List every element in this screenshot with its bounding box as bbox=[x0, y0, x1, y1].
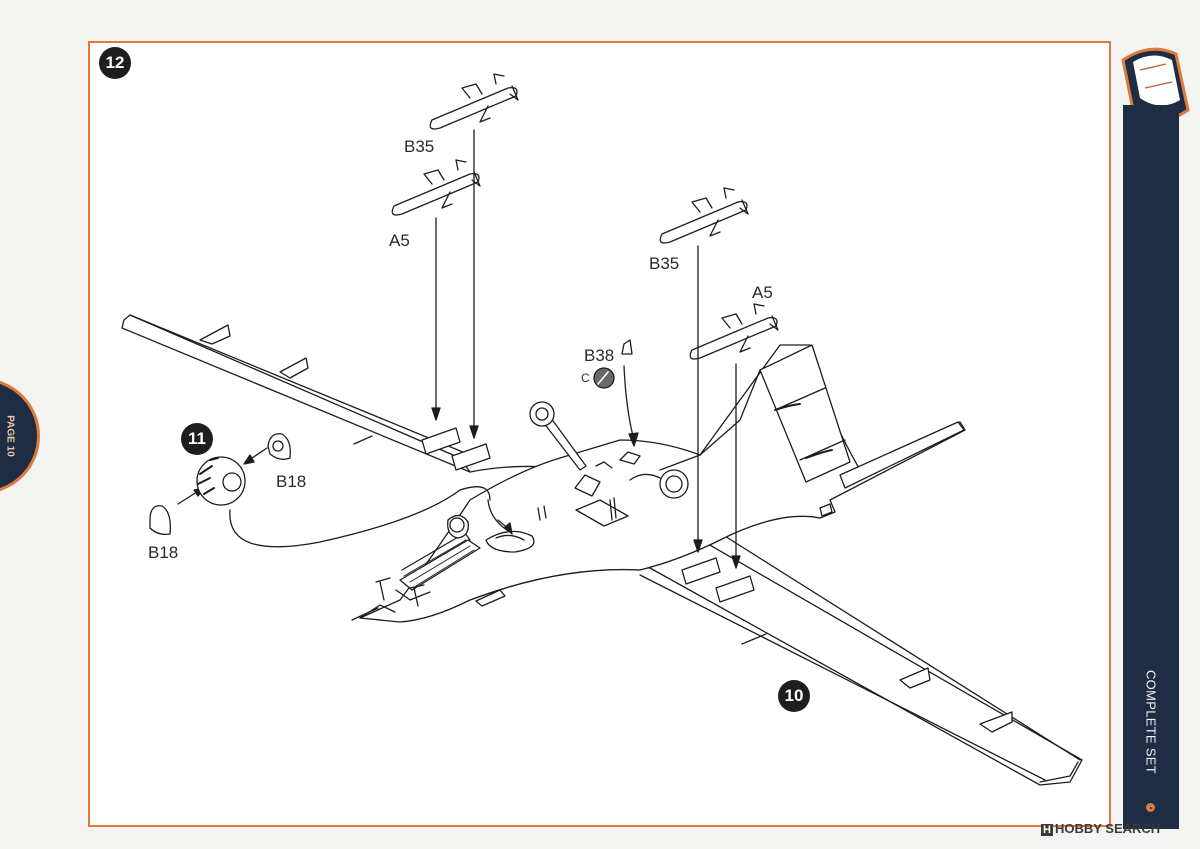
color-chip-icon bbox=[593, 367, 615, 389]
wing-fences bbox=[199, 324, 1013, 733]
watermark-icon: H bbox=[1041, 824, 1053, 836]
part-b18-left-shape bbox=[149, 505, 171, 536]
part-label-a5-right: A5 bbox=[752, 283, 773, 302]
step-number-wing: 10 bbox=[778, 680, 810, 712]
part-b18-right-shape bbox=[267, 433, 291, 460]
sidebar-band bbox=[1123, 105, 1179, 829]
part-b38-shape bbox=[621, 339, 633, 355]
step-number-main: 12 bbox=[99, 47, 131, 79]
turret-assembly bbox=[196, 456, 246, 506]
missile-b35-right bbox=[659, 187, 749, 244]
watermark-text: HOBBY SEARCH bbox=[1054, 821, 1161, 836]
part-label-b38: B38 bbox=[584, 346, 615, 365]
part-label-b18-right: B18 bbox=[276, 472, 307, 491]
missile-a5-right bbox=[689, 303, 779, 360]
part-label-a5-left: A5 bbox=[389, 231, 410, 250]
part-label-b18-left: B18 bbox=[148, 543, 179, 562]
missile-b35-left bbox=[429, 73, 519, 130]
missile-a5-left bbox=[391, 159, 481, 216]
bullet-icon bbox=[1146, 803, 1155, 812]
part-label-b35-right: B35 bbox=[649, 254, 680, 273]
aircraft-fuselage bbox=[351, 344, 966, 623]
color-code-label: C bbox=[581, 371, 590, 385]
part-label-b35-left: B35 bbox=[404, 137, 435, 156]
missile-rails bbox=[421, 427, 755, 603]
step-number-subassembly: 11 bbox=[181, 423, 213, 455]
